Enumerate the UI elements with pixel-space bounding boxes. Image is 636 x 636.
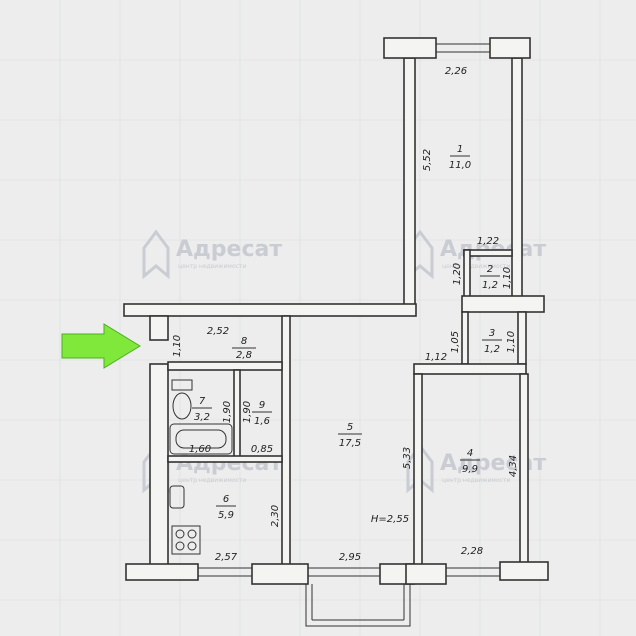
room-number: 3 xyxy=(489,328,495,339)
dim-label: 2,28 xyxy=(461,546,483,557)
room-area: 2,8 xyxy=(236,350,252,361)
watermark-tagline: центр недвижимости xyxy=(442,263,510,270)
dim-label: 1,05 xyxy=(450,331,461,353)
room-area: 11,0 xyxy=(449,160,471,171)
room-area: 5,9 xyxy=(218,510,234,521)
watermark-text: Адресат xyxy=(176,451,282,476)
dim-label: 1,12 xyxy=(425,352,447,363)
dim-label: 1,10 xyxy=(172,335,183,357)
ceiling-height-label: H=2,55 xyxy=(371,514,409,525)
room-number: 6 xyxy=(223,494,229,505)
dim-label: 2,30 xyxy=(270,505,281,527)
dim-label: 5,33 xyxy=(402,447,413,469)
stove-icon xyxy=(171,525,201,555)
dim-label: 1,90 xyxy=(222,401,233,423)
dim-label: 0,85 xyxy=(251,444,273,455)
watermark-left: Адресат центр недвижимости xyxy=(142,229,282,280)
room-number: 4 xyxy=(467,448,473,459)
room-labels: 1 11,0 2 1,2 3 1,2 4 9,9 5 17,5 6 5,9 7 … xyxy=(192,144,502,521)
room-area: 1,2 xyxy=(484,344,500,355)
dim-label: 1,22 xyxy=(477,236,499,247)
room-area: 9,9 xyxy=(462,464,478,475)
toilet-icon xyxy=(171,379,193,420)
dim-label: 1,90 xyxy=(242,401,253,423)
room-number: 1 xyxy=(457,144,463,155)
dim-label: 1,10 xyxy=(506,331,517,353)
room-area: 17,5 xyxy=(339,438,361,449)
walls xyxy=(123,37,549,627)
watermark-tagline: центр недвижимости xyxy=(178,263,246,270)
dim-label: 4,34 xyxy=(508,455,519,477)
watermark-tagline: центр недвижимости xyxy=(178,477,246,484)
room-number: 7 xyxy=(199,396,206,407)
room-number: 9 xyxy=(259,400,265,411)
watermark-right: Адресат центр недвижимости xyxy=(406,229,546,280)
bathtub-icon xyxy=(169,423,233,455)
dim-label: 1,10 xyxy=(502,267,513,289)
dim-label: 2,52 xyxy=(207,326,229,337)
dim-label: 1,20 xyxy=(452,263,463,285)
entrance-arrow-icon xyxy=(61,323,141,369)
dim-label: 2,26 xyxy=(445,66,467,77)
dim-label: 2,95 xyxy=(339,552,361,563)
watermark-text: Адресат xyxy=(440,451,546,476)
room-number: 5 xyxy=(347,422,353,433)
watermark-tagline: центр недвижимости xyxy=(442,477,510,484)
watermark-text: Адресат xyxy=(176,237,282,262)
room-area: 1,2 xyxy=(482,280,498,291)
room-number: 8 xyxy=(241,336,247,347)
dim-label: 1,60 xyxy=(189,444,211,455)
room-area: 3,2 xyxy=(194,412,210,423)
dimension-labels: 2,26 5,52 1,22 1,20 1,10 2,52 1,10 1,05 … xyxy=(172,66,519,563)
room-area: 1,6 xyxy=(254,416,270,427)
dim-label: 5,52 xyxy=(422,149,433,171)
sink-icon xyxy=(169,485,185,509)
room-number: 2 xyxy=(487,264,493,275)
dim-label: 2,57 xyxy=(215,552,238,563)
watermark-house-icon xyxy=(142,229,170,280)
